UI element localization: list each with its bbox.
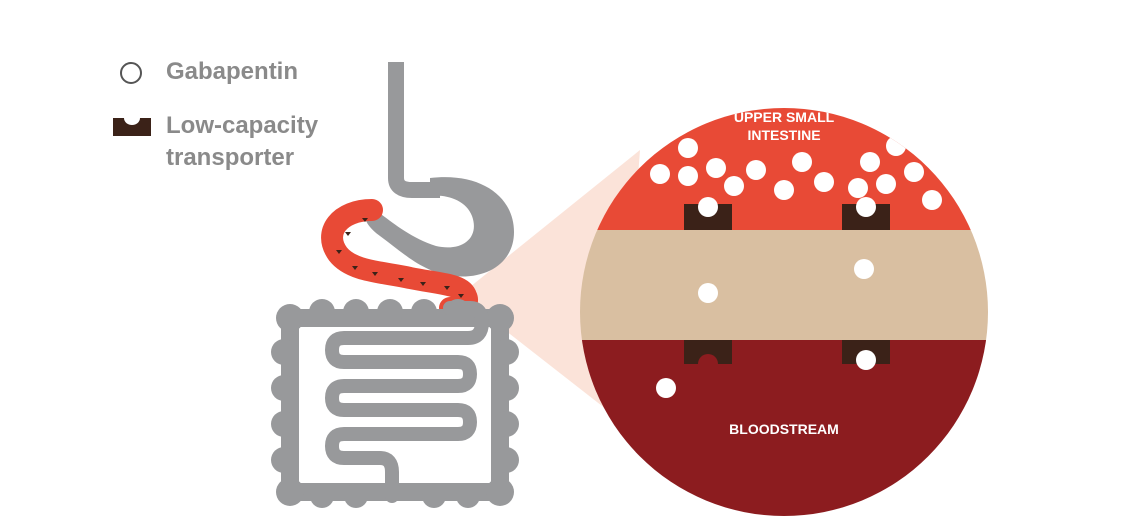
intestine-transporter-marks xyxy=(336,218,464,298)
upper-small-intestine-label-line2: INTESTINE xyxy=(747,127,820,143)
gabapentin-molecule xyxy=(856,350,876,370)
transporter-legend-icon xyxy=(113,118,151,136)
gabapentin-molecule xyxy=(698,283,718,303)
upper-small-intestine xyxy=(321,199,478,319)
legend: Gabapentin Low-capacity transporter xyxy=(113,58,319,171)
gabapentin-molecule xyxy=(856,197,876,217)
membrane-zone xyxy=(580,230,988,340)
stomach xyxy=(364,177,514,277)
gabapentin-legend-label: Gabapentin xyxy=(166,58,298,85)
gabapentin-molecule xyxy=(656,378,676,398)
transporter-legend-label-line2: transporter xyxy=(166,144,294,171)
digestive-tract-illustration xyxy=(271,62,519,508)
gabapentin-molecule xyxy=(854,259,874,279)
gabapentin-legend-icon xyxy=(120,62,142,84)
transporter-notch xyxy=(698,354,718,364)
transporter-legend-label-line1: Low-capacity xyxy=(166,112,319,139)
bloodstream-label: BLOODSTREAM xyxy=(729,421,839,437)
esophagus xyxy=(388,62,440,198)
small-intestine-coils xyxy=(324,301,490,503)
gabapentin-molecule xyxy=(698,197,718,217)
upper-small-intestine-label: UPPER SMALL xyxy=(734,109,835,125)
gabapentin-molecules-upper xyxy=(650,136,942,210)
